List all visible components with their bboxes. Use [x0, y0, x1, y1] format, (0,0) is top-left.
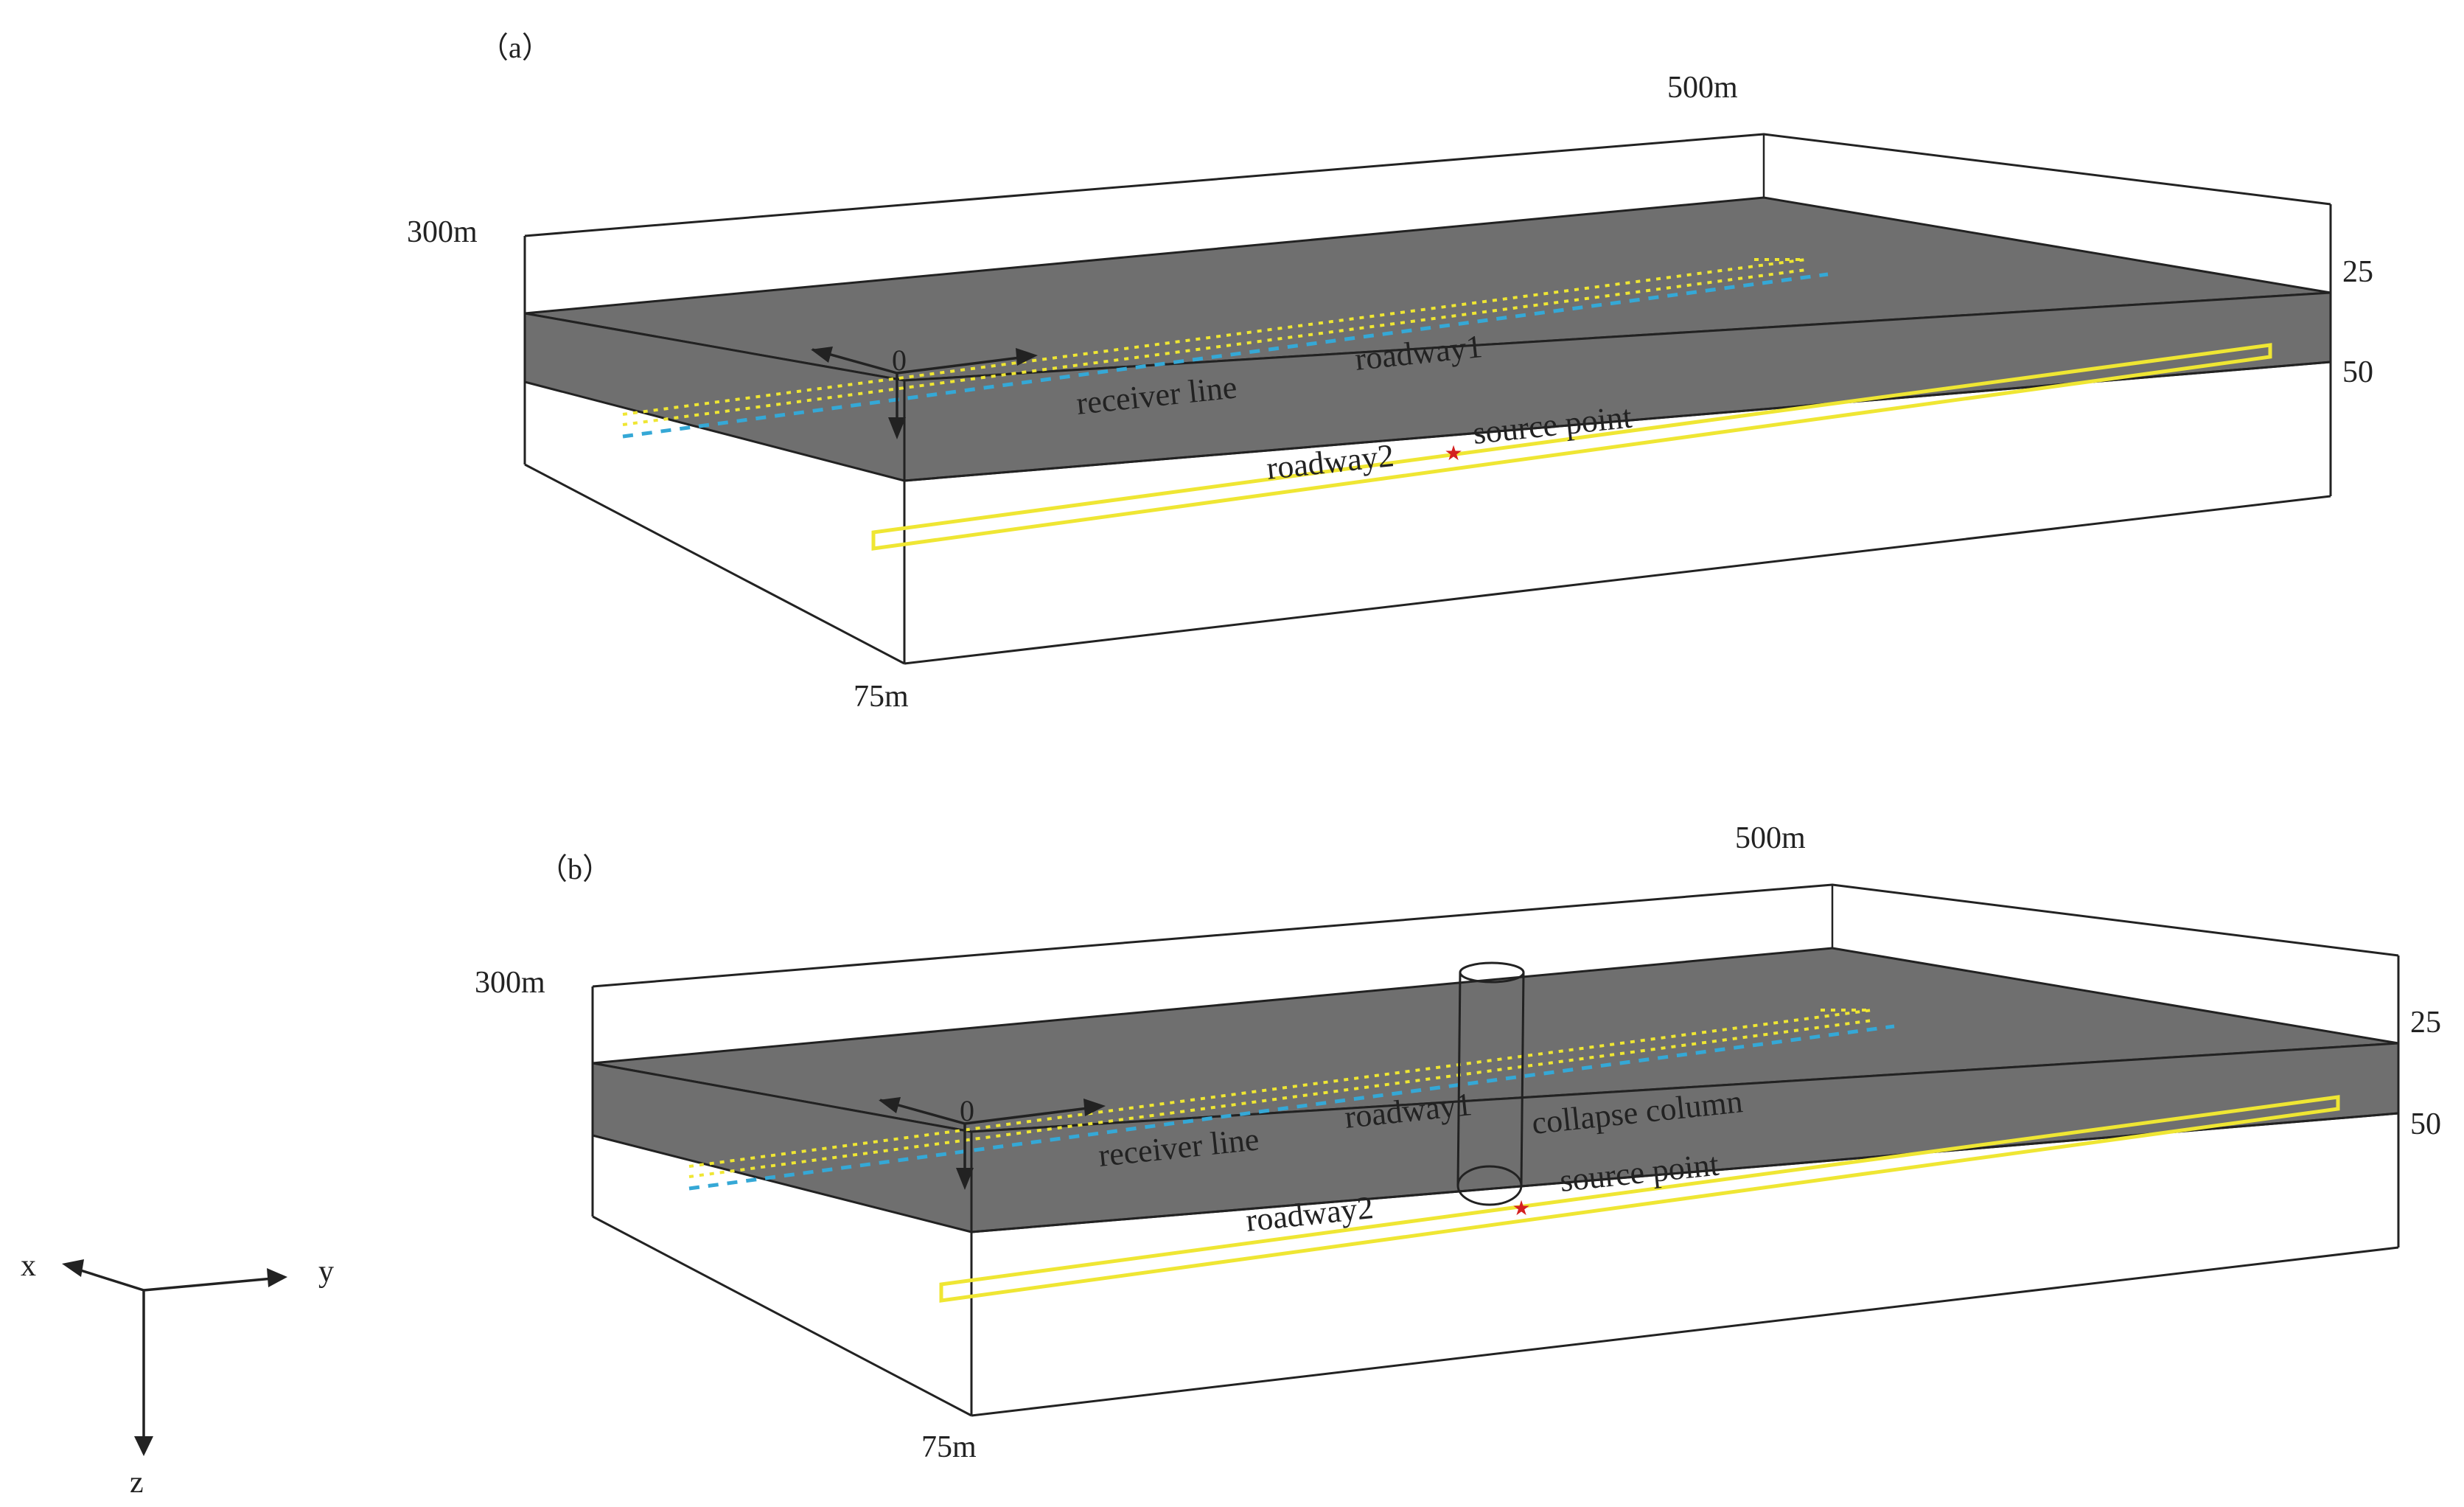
panel-b-depth-50: 50 — [2410, 1107, 2441, 1141]
roadway1 — [688, 1009, 1873, 1178]
axis-y-label: y — [318, 1255, 334, 1289]
origin-axes — [879, 1097, 1106, 1190]
panel-b-depth-label: 75m — [921, 1430, 977, 1464]
panel-b-label: （b） — [538, 852, 612, 885]
source-point-marker: ★ — [1512, 1196, 1530, 1220]
panel-a-depth-25: 25 — [2342, 255, 2373, 289]
panel-b-depth-25: 25 — [2410, 1006, 2441, 1040]
panel-b-origin-label: 0 — [960, 1094, 974, 1127]
panel-b-width-label: 300m — [475, 966, 545, 1000]
source-point-marker: ★ — [1444, 441, 1462, 465]
axis-x-label: x — [21, 1249, 36, 1283]
axis-z-label: z — [130, 1466, 144, 1500]
panel-a-label: （a） — [479, 31, 551, 64]
roadway2 — [939, 1095, 2340, 1303]
collapse-column — [1456, 961, 1525, 1206]
roadway2 — [871, 343, 2272, 551]
origin-axes — [811, 347, 1038, 439]
panel-b-model: ★ （b） 500m 300m 75m 25 50 0 receiver lin… — [475, 821, 2441, 1464]
panel-a-depth-50: 50 — [2342, 355, 2373, 389]
coordinate-axes: x y z — [21, 1249, 334, 1500]
panel-a-origin-label: 0 — [892, 344, 907, 377]
roadway1 — [622, 258, 1807, 426]
panel-a-depth-label: 75m — [854, 680, 909, 714]
panel-a-width-label: 300m — [407, 215, 478, 249]
panel-a-length-label: 500m — [1667, 71, 1738, 105]
panel-a-model: ★ （a） 500m 300m 75m 25 50 0 receiver lin… — [407, 31, 2373, 714]
panel-b-length-label: 500m — [1735, 821, 1806, 855]
